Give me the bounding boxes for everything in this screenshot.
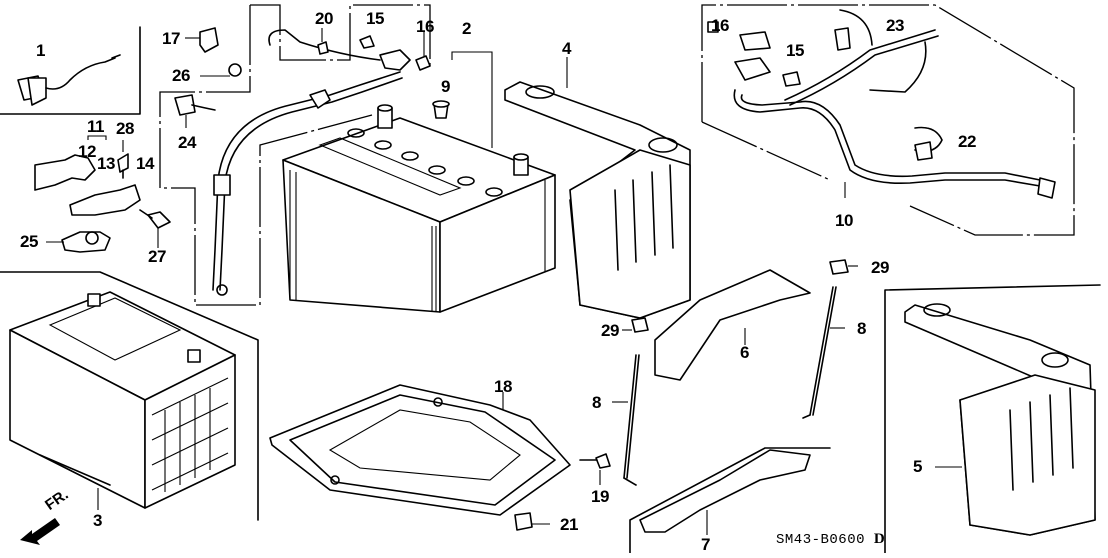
- callout-15-right: 15: [786, 41, 804, 60]
- callout-23: 23: [886, 16, 904, 35]
- callout-10: 10: [835, 211, 853, 230]
- callout-16-left: 16: [416, 17, 434, 36]
- callout-4: 4: [562, 39, 571, 58]
- callout-2: 2: [462, 19, 471, 38]
- callout-17: 17: [162, 29, 180, 48]
- callout-9: 9: [441, 77, 450, 96]
- callout-1: 1: [36, 41, 45, 60]
- callout-29-left: 29: [601, 321, 619, 340]
- callout-28: 28: [116, 119, 134, 138]
- battery-cover-5: [884, 284, 1101, 554]
- hold-down-hardware: [579, 259, 858, 486]
- callout-19: 19: [591, 487, 609, 506]
- callout-14: 14: [136, 154, 154, 173]
- callout-18: 18: [494, 377, 512, 396]
- callout-16-right: 16: [711, 16, 729, 35]
- callout-5: 5: [913, 457, 922, 476]
- cable-10-box: [701, 4, 1075, 236]
- callout-15-left: 15: [366, 9, 384, 28]
- callout-22: 22: [958, 132, 976, 151]
- battery-tray-18: [269, 384, 571, 531]
- battery-cover-4: [504, 57, 691, 319]
- callout-12: 12: [78, 142, 96, 161]
- callout-26: 26: [172, 66, 190, 85]
- cable-14-box: [159, 4, 431, 306]
- battery-2: [282, 51, 556, 313]
- small-fasteners-top: [185, 27, 431, 77]
- battery-3: [0, 271, 259, 545]
- lower-plate-7: [629, 447, 831, 554]
- revision-letter: D: [873, 531, 886, 547]
- callout-27: 27: [148, 247, 166, 266]
- callout-8-left: 8: [592, 393, 601, 412]
- callout-29-right: 29: [871, 258, 889, 277]
- callout-8-right: 8: [857, 319, 866, 338]
- callout-3: 3: [93, 511, 102, 530]
- callout-25: 25: [20, 232, 38, 251]
- callout-24: 24: [178, 133, 196, 152]
- callout-13: 13: [97, 154, 115, 173]
- diagram-reference-code: SM43-B0600 D: [776, 531, 885, 548]
- callout-6: 6: [740, 343, 749, 362]
- clamp-group: [34, 135, 171, 253]
- part-1-sensor-box: [0, 26, 141, 115]
- callout-20: 20: [315, 9, 333, 28]
- reference-code-text: SM43-B0600: [776, 532, 866, 548]
- callout-11: 11: [87, 117, 104, 136]
- callout-21: 21: [560, 515, 578, 534]
- front-arrow-icon: [20, 518, 60, 545]
- callout-7: 7: [701, 535, 710, 554]
